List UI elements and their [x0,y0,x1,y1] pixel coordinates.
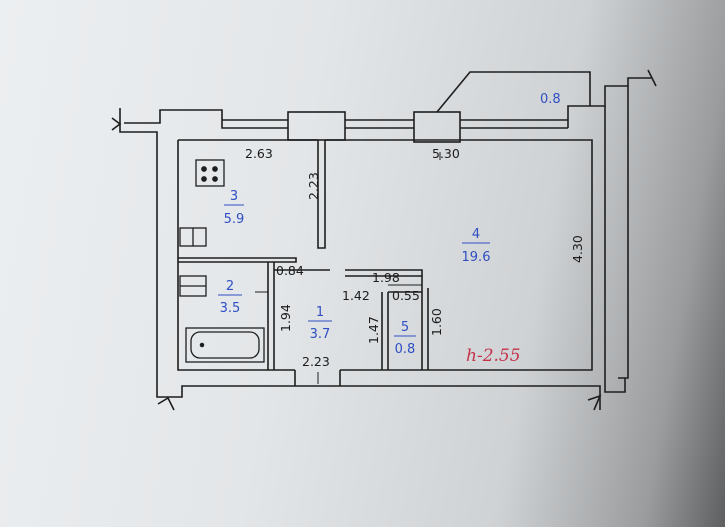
stove-icon [195,159,225,187]
room-wc: 5 0.8 [394,320,416,357]
dim-bath-small: 0.84 [276,263,304,278]
dimension-lines [255,152,441,384]
dim-hall-width: 1.98 [372,270,400,285]
room-area: 19.6 [462,250,491,265]
room-number: 2 [226,279,234,294]
dim-wc-width: 0.55 [392,288,420,303]
room-number: 4 [472,227,480,242]
dim-main-width: 5.30 [432,146,460,161]
room-number: 5 [401,320,409,335]
dim-hall-depth: 1.47 [366,316,381,344]
bathtub-icon [185,327,265,363]
dim-hall-bottom: 2.23 [302,354,330,369]
dim-main-depth: 4.30 [570,235,585,263]
room-bathroom: 2 3.5 [218,279,242,316]
dim-kitchen-depth: 2.23 [306,172,321,200]
dim-wc-depth: 1.60 [429,308,444,336]
bathroom-sink-icon [179,275,207,297]
room-area: 3.7 [310,327,331,342]
kitchen-sink-icon [179,227,207,247]
room-area: 3.5 [220,301,241,316]
room-kitchen: 3 5.9 [224,189,245,227]
room-area: 5.9 [224,212,245,227]
dim-hall-inner: 1.42 [342,288,370,303]
balcony-area: 0.8 [540,92,561,107]
room-number: 3 [230,189,238,204]
dim-bath-side: 1.94 [278,304,293,332]
room-hall: 1 3.7 [308,305,332,342]
walls [111,69,657,411]
dim-kitchen-width: 2.63 [245,146,273,161]
room-area: 0.8 [395,342,416,357]
room-living: 4 19.6 [462,227,491,265]
room-number: 1 [316,305,324,320]
ceiling-height: h-2.55 [466,346,521,366]
